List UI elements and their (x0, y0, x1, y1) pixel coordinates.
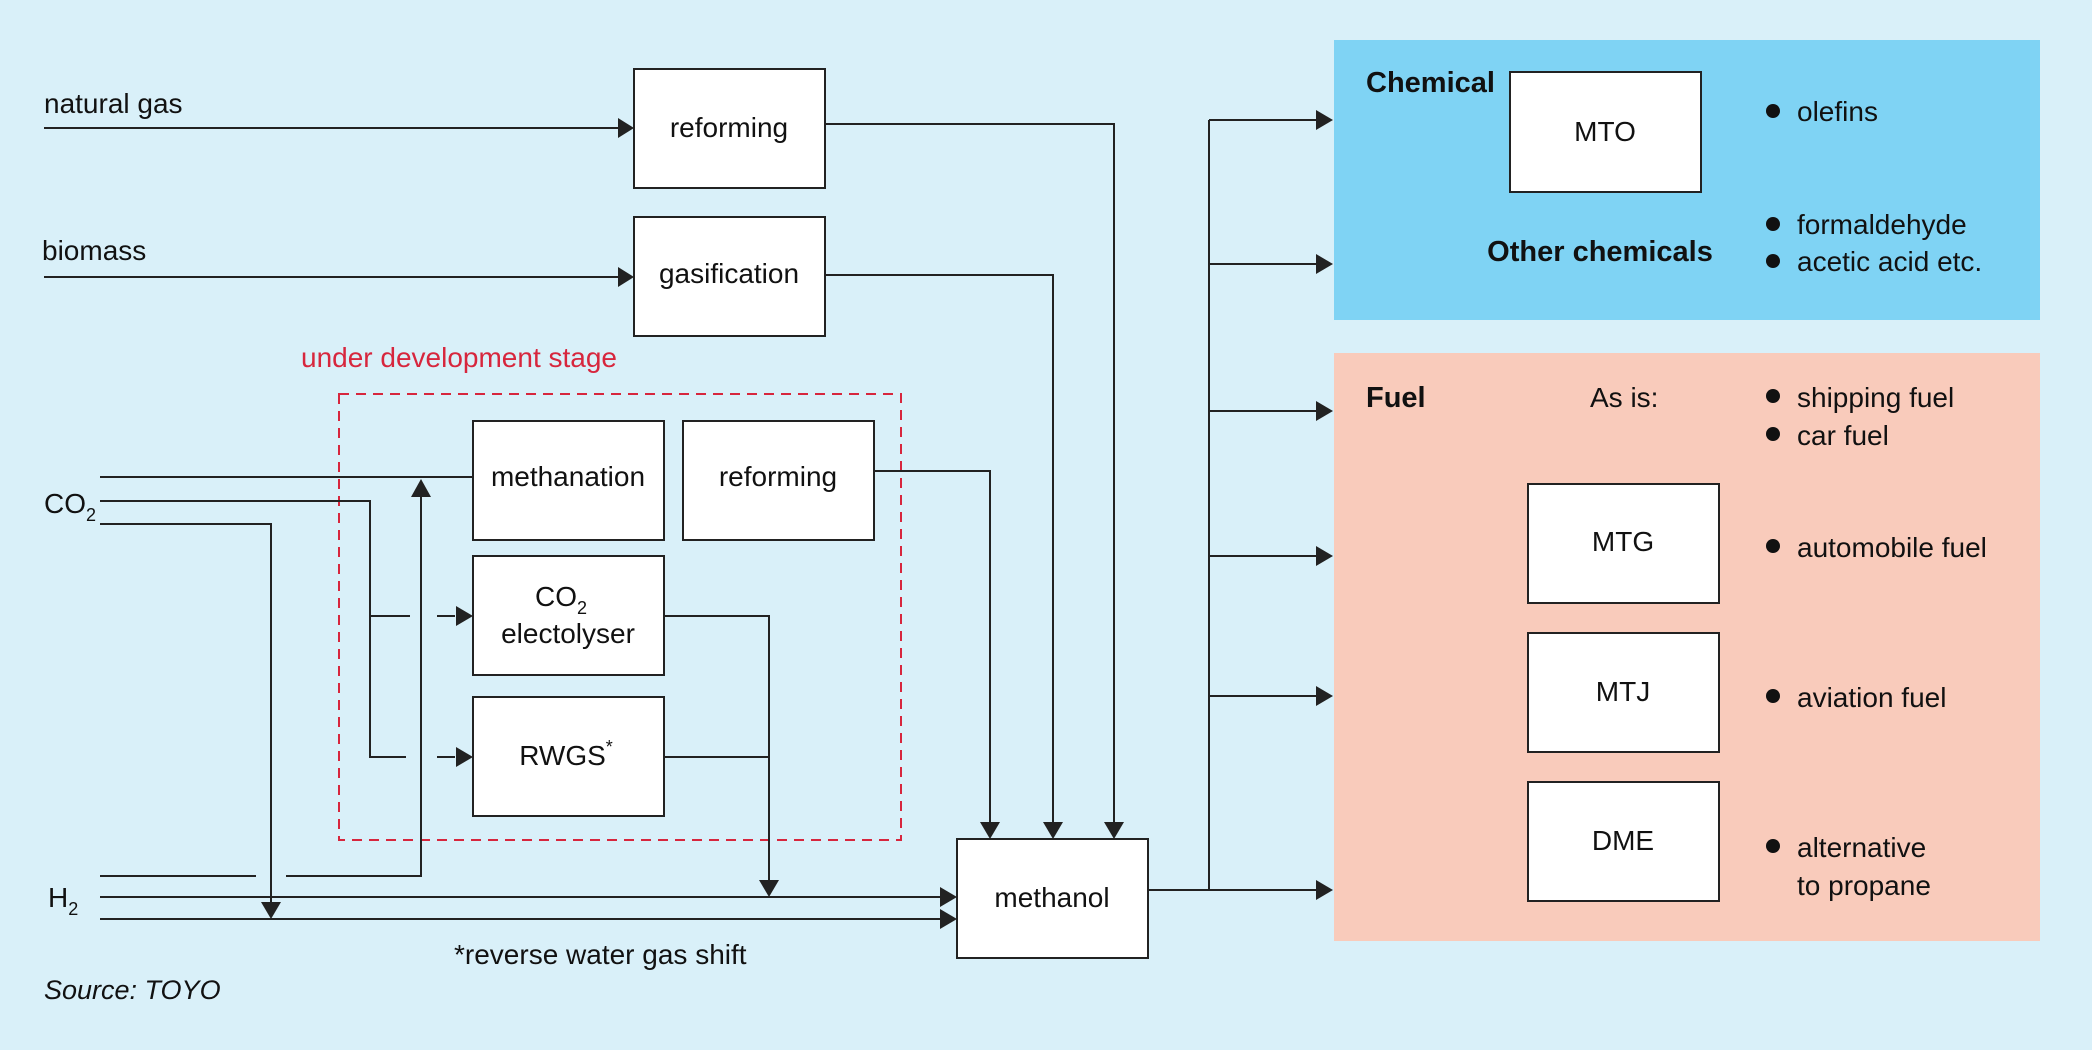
co2-electolyser-sub: 2 (577, 598, 587, 618)
reforming-box: reforming (633, 68, 826, 189)
h2-label-main: H (48, 882, 68, 913)
rwgs-sup: * (606, 737, 613, 757)
co2-electolyser-box: CO2 electolyser (472, 555, 665, 676)
co2-electolyser-main: CO (535, 581, 577, 612)
rwgs-label: RWGS* (519, 737, 613, 771)
methanation-box: methanation (472, 420, 665, 541)
gasification-label: gasification (659, 258, 799, 289)
product-acetic-acid: acetic acid etc. (1797, 246, 1982, 277)
gasification-box: gasification (633, 216, 826, 337)
product-car-fuel: car fuel (1797, 420, 1889, 451)
as-is-label: As is: (1590, 382, 1658, 413)
mtj-label: MTJ (1596, 676, 1650, 707)
chemical-heading: Chemical (1366, 67, 1495, 99)
product-alternative-line1: alternative (1797, 832, 1926, 863)
mto-box: MTO (1509, 71, 1702, 193)
footnote: *reverse water gas shift (454, 939, 747, 970)
under-development-region (338, 393, 902, 841)
methanation-label: methanation (491, 461, 645, 492)
connectors (44, 110, 1333, 929)
fuel-heading: Fuel (1366, 382, 1426, 414)
methanol-box: methanol (956, 838, 1149, 959)
product-automobile-fuel: automobile fuel (1797, 532, 1987, 563)
h2-label: H2 (48, 882, 78, 919)
rwgs-box: RWGS* (472, 696, 665, 817)
dme-box: DME (1527, 781, 1720, 902)
co2-label: CO2 (44, 488, 96, 525)
product-alternative-line2: to propane (1797, 870, 1931, 901)
dme-label: DME (1592, 825, 1654, 856)
biomass-label: biomass (42, 235, 146, 266)
reforming-dev-label: reforming (719, 461, 837, 492)
product-aviation-fuel: aviation fuel (1797, 682, 1946, 713)
fuel-products-list: shipping fuel car fuel automobile fuel a… (1766, 382, 1987, 901)
co2-label-sub: 2 (86, 505, 96, 525)
natural-gas-label: natural gas (44, 88, 183, 119)
chemical-products-list: olefins formaldehyde acetic acid etc. (1766, 96, 1982, 277)
mtj-box: MTJ (1527, 632, 1720, 753)
other-chemicals-label: Other chemicals (1487, 236, 1713, 268)
rwgs-main: RWGS (519, 740, 606, 771)
mtg-label: MTG (1592, 526, 1654, 557)
reforming-dev-box: reforming (682, 420, 875, 541)
reforming-label: reforming (670, 112, 788, 143)
product-shipping-fuel: shipping fuel (1797, 382, 1954, 413)
h2-label-sub: 2 (68, 899, 78, 919)
co2-electolyser-label-line2: electolyser (501, 618, 635, 649)
methanol-label: methanol (994, 882, 1109, 913)
mto-label: MTO (1574, 116, 1636, 147)
product-olefins: olefins (1797, 96, 1878, 127)
mtg-box: MTG (1527, 483, 1720, 604)
co2-label-main: CO (44, 488, 86, 519)
product-formaldehyde: formaldehyde (1797, 209, 1967, 240)
co2-electolyser-label-line1: CO2 (535, 581, 587, 618)
under-development-label: under development stage (301, 342, 617, 373)
source-credit: Source: TOYO (44, 975, 221, 1005)
